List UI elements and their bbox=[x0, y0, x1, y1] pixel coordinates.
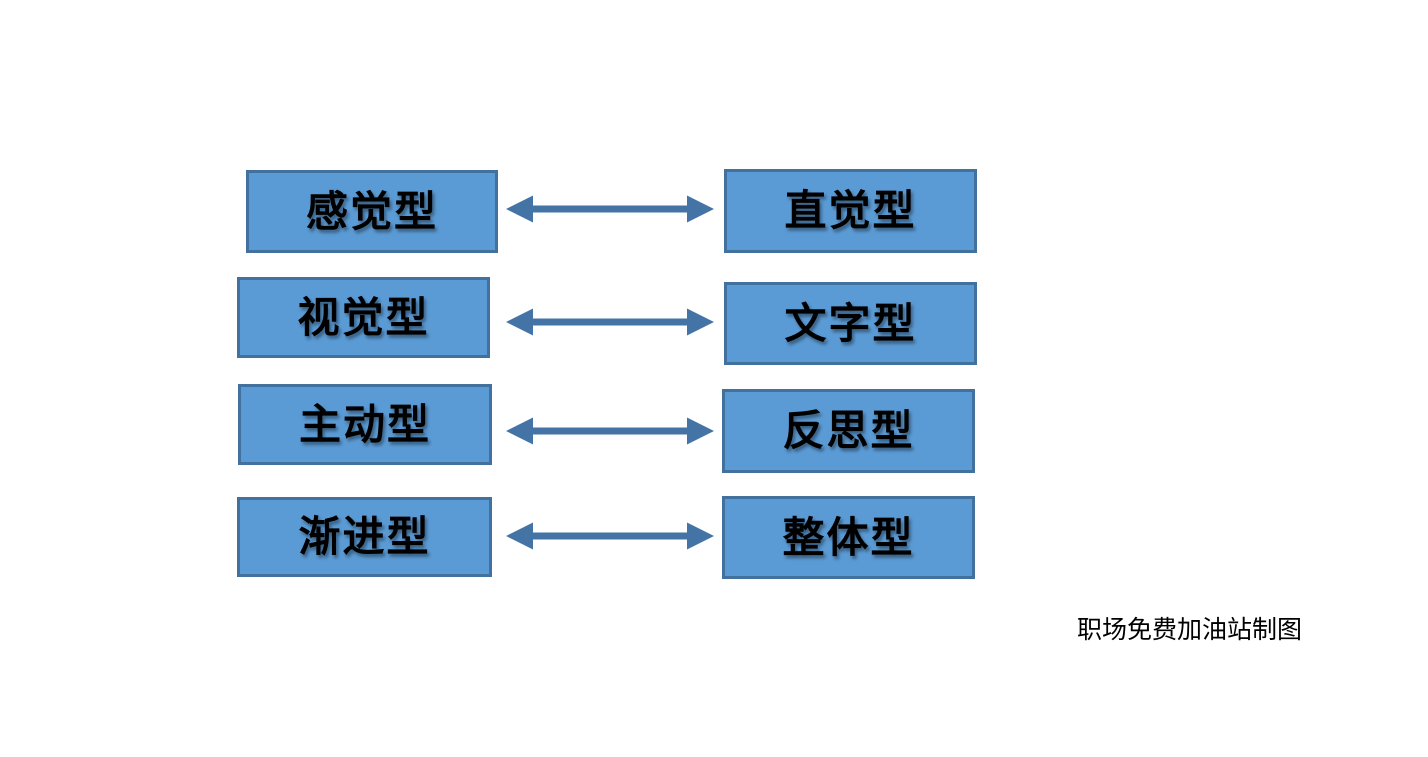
box-row4-right-label: 整体型 bbox=[782, 513, 915, 561]
box-row2-right-label: 文字型 bbox=[784, 299, 917, 347]
box-row1-right-label: 直觉型 bbox=[784, 187, 917, 234]
box-row2-right: 文字型 bbox=[724, 282, 977, 365]
box-row1-right: 直觉型 bbox=[724, 169, 977, 253]
double-arrow-icon bbox=[505, 302, 715, 342]
box-row1-left-label: 感觉型 bbox=[305, 187, 438, 235]
box-row4-left: 渐进型 bbox=[237, 497, 492, 577]
box-row2-left-label: 视觉型 bbox=[297, 293, 430, 341]
watermark-caption: 职场免费加油站制图 bbox=[1077, 616, 1303, 644]
double-arrow-icon bbox=[505, 411, 715, 451]
box-row4-right: 整体型 bbox=[722, 496, 975, 579]
box-row1-left: 感觉型 bbox=[246, 170, 498, 253]
box-row4-left-label: 渐进型 bbox=[298, 513, 431, 560]
box-row3-left: 主动型 bbox=[238, 384, 492, 465]
box-row3-right: 反思型 bbox=[722, 389, 975, 473]
double-arrow-icon bbox=[505, 189, 715, 229]
box-row3-right-label: 反思型 bbox=[782, 407, 915, 454]
box-row2-left: 视觉型 bbox=[237, 277, 490, 358]
double-arrow-icon bbox=[505, 516, 715, 556]
box-row3-left-label: 主动型 bbox=[298, 400, 431, 448]
